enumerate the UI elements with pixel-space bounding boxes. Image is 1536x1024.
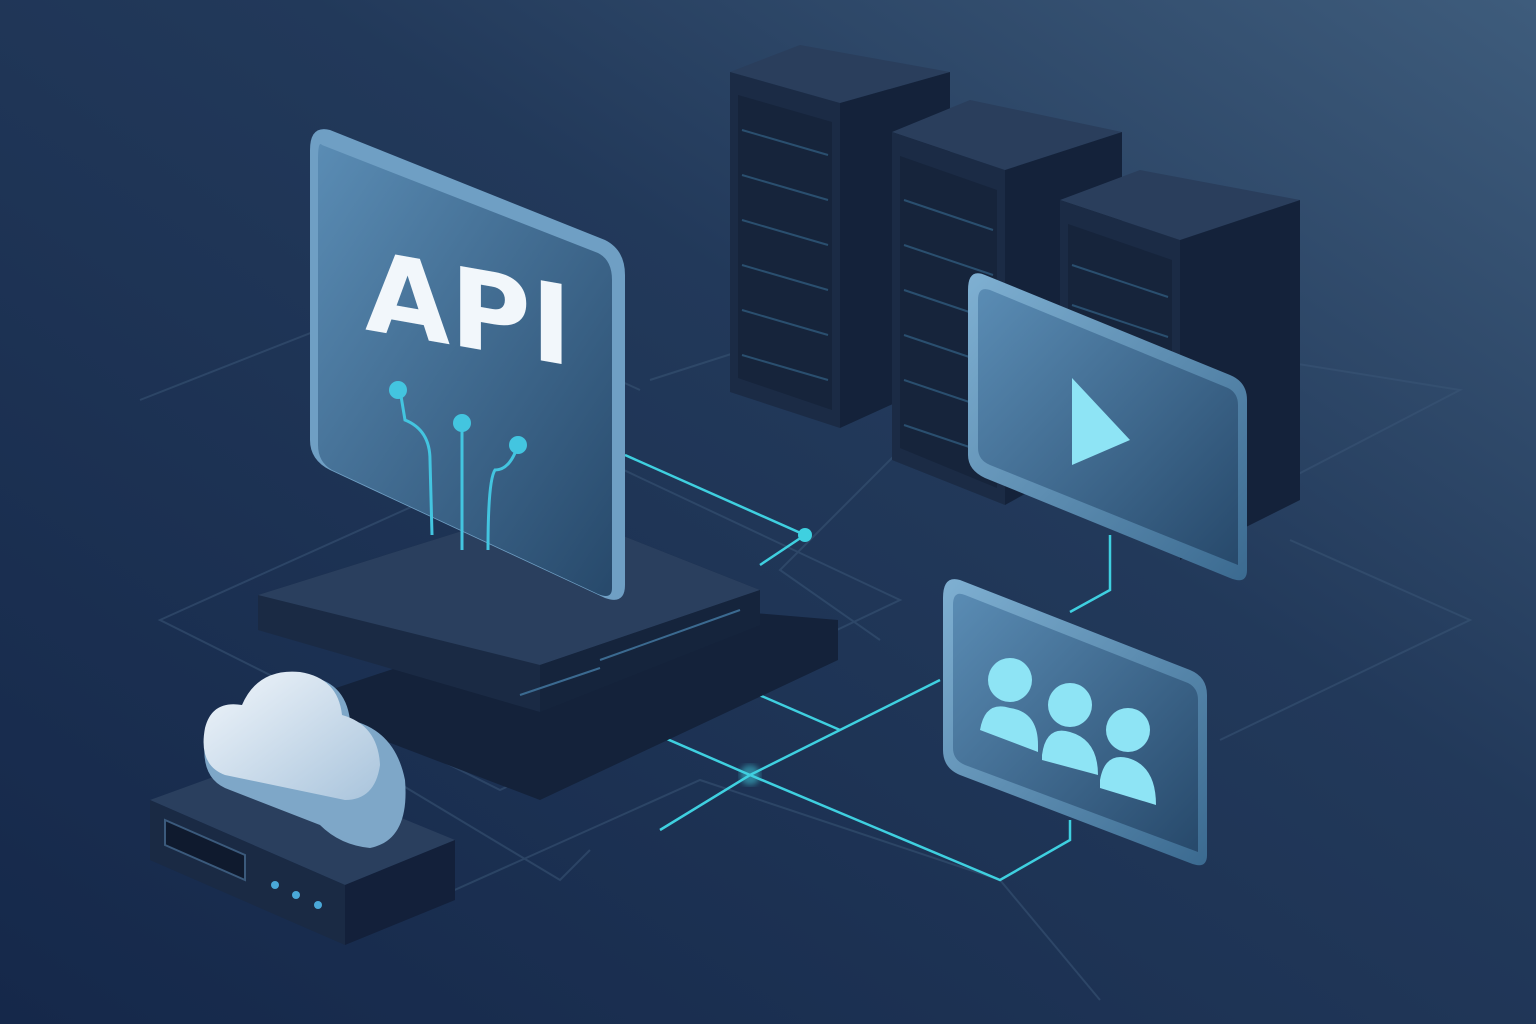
play-icon bbox=[1072, 378, 1130, 465]
server-rack-icon bbox=[730, 45, 1300, 560]
users-panel bbox=[943, 579, 1207, 866]
api-panel: API bbox=[310, 129, 625, 600]
api-base-platform bbox=[258, 505, 838, 800]
connection-hub bbox=[740, 765, 760, 785]
users-group-icon bbox=[980, 658, 1156, 805]
cloud-icon bbox=[203, 671, 406, 848]
router-icon bbox=[150, 760, 455, 945]
api-circuit-icon bbox=[398, 389, 520, 551]
connection-node bbox=[798, 528, 812, 542]
video-panel bbox=[968, 273, 1247, 581]
